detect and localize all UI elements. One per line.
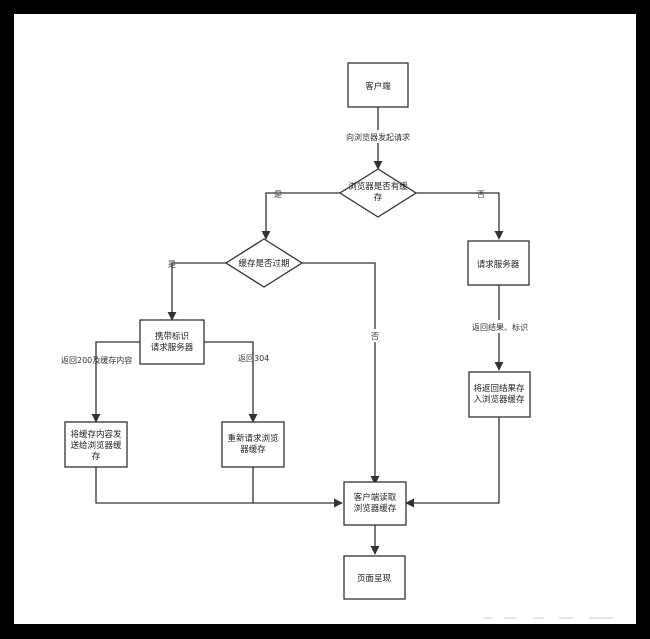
label-return-result: 返回结果、标识	[472, 322, 528, 332]
node-expired-label: 缓存是否过期	[238, 258, 289, 269]
node-send-cache-label-3: 存	[92, 451, 101, 462]
node-store-cache-label-1: 将返回结果存	[473, 383, 525, 394]
node-client-label: 客户端	[365, 81, 391, 92]
node-request-server-label: 请求服务器	[477, 259, 520, 270]
node-read-cache: 客户端读取 浏览器缓存	[343, 481, 407, 526]
node-has-cache: 浏览器是否有缓 存	[338, 168, 418, 218]
node-store-cache: 将返回结果存 入浏览器缓存	[468, 371, 531, 418]
node-send-cache-label-1: 将缓存内容发	[70, 429, 122, 440]
node-carry-flag-label-2: 请求服务器	[151, 342, 194, 353]
label-return-304: 返回304	[238, 354, 269, 363]
node-read-cache-label-1: 客户端读取	[354, 492, 397, 503]
edge-expired-no	[302, 262, 380, 485]
label-return-200: 返回200及缓存内容	[61, 355, 132, 365]
edge-expired-yes	[167, 262, 226, 321]
node-expired: 缓存是否过期	[224, 238, 304, 288]
edge-labels: 向浏览器发起请求 是 否 是 否 返回结果、标识 返回200及缓存内容 返回30…	[61, 130, 530, 365]
node-send-cache-label-2: 送给浏览器缓	[70, 440, 122, 451]
flowchart: 向浏览器发起请求 是 否 是 否 返回结果、标识 返回200及缓存内容 返回30…	[61, 62, 613, 619]
node-carry-flag: 携带标识 请求服务器	[139, 319, 205, 365]
node-has-cache-label-2: 存	[374, 192, 383, 203]
label-expired-no: 否	[371, 332, 379, 341]
node-rerequest-label-1: 重新请求浏览	[227, 433, 278, 444]
node-render-label: 页面呈现	[357, 574, 392, 584]
node-store-cache-label-2: 入浏览器缓存	[473, 394, 525, 405]
watermark	[484, 617, 613, 619]
edge-store-to-read	[405, 417, 500, 508]
edge-send-cache-to-read	[95, 467, 343, 508]
edge-carry-to-rerequest	[204, 341, 258, 423]
node-client: 客户端	[347, 62, 409, 108]
node-carry-flag-label-1: 携带标识	[155, 331, 189, 342]
node-rerequest-label-2: 器缓存	[240, 444, 266, 455]
label-to-browser: 向浏览器发起请求	[346, 132, 410, 142]
diagram-canvas: 向浏览器发起请求 是 否 是 否 返回结果、标识 返回200及缓存内容 返回30…	[14, 14, 636, 624]
edge-has-cache-yes	[261, 192, 340, 240]
label-has-cache-no: 否	[477, 190, 485, 199]
node-has-cache-label-1: 浏览器是否有缓	[348, 181, 408, 192]
node-render: 页面呈现	[343, 555, 406, 600]
label-expired-yes: 是	[168, 260, 176, 269]
label-has-cache-yes: 是	[274, 190, 282, 199]
node-rerequest: 重新请求浏览 器缓存	[221, 421, 285, 468]
node-read-cache-label-2: 浏览器缓存	[354, 503, 397, 514]
edge-carry-to-send-cache	[91, 341, 140, 423]
edge-has-cache-no	[416, 192, 504, 240]
node-request-server: 请求服务器	[467, 240, 530, 286]
node-send-cache: 将缓存内容发 送给浏览器缓 存	[64, 421, 128, 468]
